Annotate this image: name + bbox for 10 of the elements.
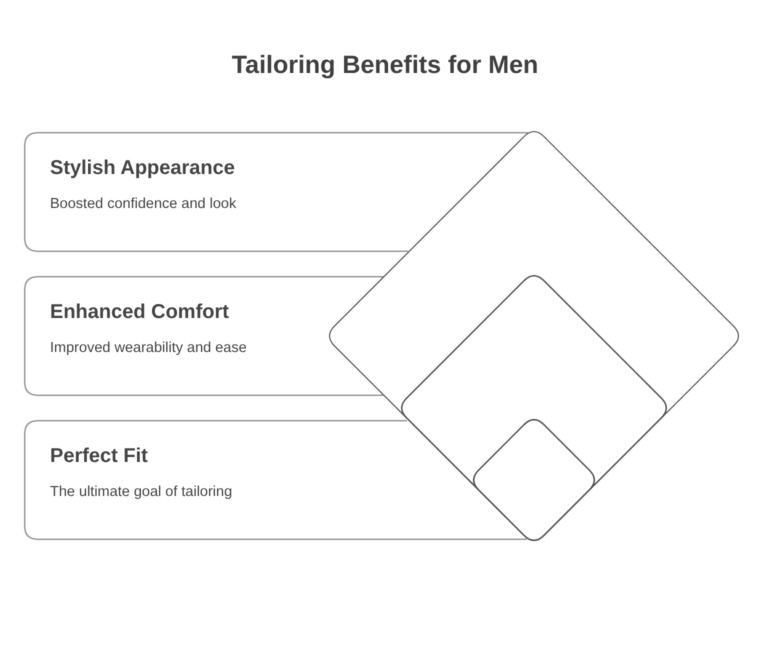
card-description: Boosted confidence and look bbox=[50, 195, 236, 213]
benefit-card bbox=[24, 276, 384, 396]
card-description: The ultimate goal of tailoring bbox=[50, 483, 232, 501]
card-heading: Enhanced Comfort bbox=[50, 300, 229, 324]
benefit-card bbox=[24, 420, 528, 540]
card-description: Improved wearability and ease bbox=[50, 339, 247, 357]
benefit-card bbox=[24, 132, 528, 252]
card-heading: Perfect Fit bbox=[50, 444, 148, 468]
card-heading: Stylish Appearance bbox=[50, 156, 235, 180]
diagram-title: Tailoring Benefits for Men bbox=[232, 50, 538, 81]
